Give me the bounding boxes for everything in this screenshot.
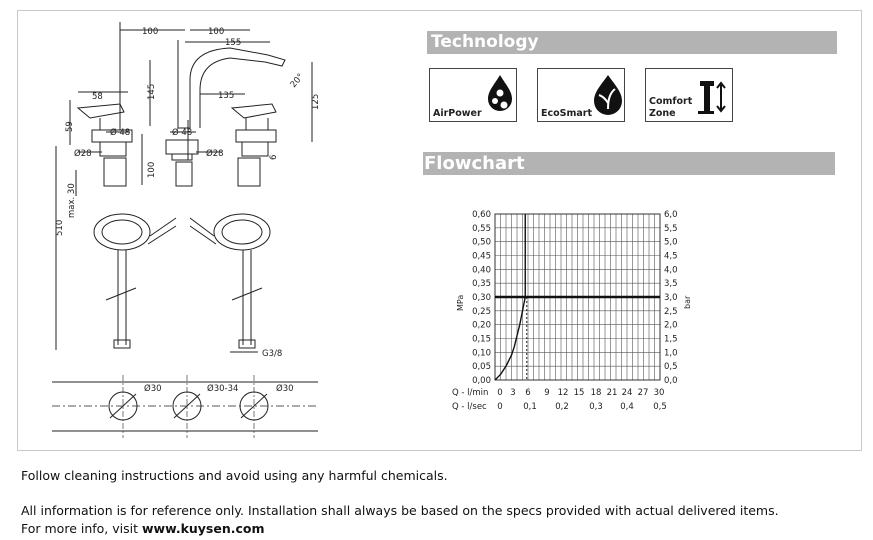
technology-heading: Technology — [427, 31, 837, 54]
x-tick-lmin: 6 — [525, 388, 530, 398]
dim-510: 510 — [55, 220, 65, 236]
x-tick-lsec: 0,4 — [620, 402, 634, 412]
dim-59: 59 — [65, 121, 75, 132]
dim-d30-34: Ø30-34 — [207, 383, 238, 394]
tech-tile-zone-label: Zone — [649, 108, 676, 119]
y-tick-bar: 4,5 — [664, 252, 678, 262]
x-tick-lmin: 15 — [574, 388, 585, 398]
dim-135: 135 — [218, 91, 234, 101]
x-tick-lmin: 9 — [544, 388, 549, 398]
air-drops-icon — [488, 75, 512, 111]
spec-sheet-frame — [17, 10, 862, 451]
dim-max-30: max. 30 — [67, 183, 77, 218]
y-tick-mpa: 0,10 — [472, 348, 491, 358]
y-tick-mpa: 0,35 — [472, 279, 491, 289]
tech-tile-comfortzone: Comfort Zone — [645, 68, 733, 122]
dim-d30-right: Ø30 — [276, 383, 294, 394]
y-tick-mpa: 0,05 — [472, 362, 491, 372]
x-tick-lmin: 21 — [607, 388, 618, 398]
dim-g3-8: G3/8 — [262, 349, 282, 359]
y-tick-bar: 3,0 — [664, 293, 678, 303]
dim-d48-left: Ø 48 — [110, 127, 130, 138]
dim-d28-right: Ø28 — [206, 148, 224, 159]
x-tick-lmin: 30 — [654, 388, 665, 398]
footer-disclaimer: All information is for reference only. I… — [21, 503, 779, 518]
y-tick-bar: 0,0 — [664, 376, 678, 386]
dim-145: 145 — [147, 84, 157, 100]
x-tick-lsec: 0,5 — [653, 402, 667, 412]
dim-20-deg: 20° — [289, 72, 306, 90]
tech-tile-airpower: AirPower — [429, 68, 517, 122]
dim-d48-right: Ø 48 — [172, 127, 192, 138]
faucet-height-icon — [698, 81, 726, 114]
y-tick-mpa: 0,60 — [472, 210, 491, 220]
y-tick-bar: 5,0 — [664, 238, 678, 248]
y-tick-mpa: 0,15 — [472, 335, 491, 345]
y-tick-mpa: 0,40 — [472, 265, 491, 275]
dim-100-right: 100 — [208, 27, 224, 37]
y-tick-mpa: 0,20 — [472, 321, 491, 331]
faucet-dimension-drawing: 100 100 155 58 145 135 125 20° 59 Ø 48 Ø… — [52, 22, 321, 438]
tech-tile-ecosmart: EcoSmart — [537, 68, 625, 122]
x-tick-lmin: 3 — [510, 388, 515, 398]
y-tick-bar: 2,0 — [664, 321, 678, 331]
y-axis-label-bar: bar — [683, 295, 692, 309]
dim-d30-left: Ø30 — [144, 383, 162, 394]
y-tick-mpa: 0,25 — [472, 307, 491, 317]
y-tick-mpa: 0,55 — [472, 224, 491, 234]
tech-tile-airpower-label: AirPower — [433, 108, 482, 119]
dim-100-vertical: 100 — [147, 162, 157, 178]
dim-100-left: 100 — [142, 27, 158, 37]
y-tick-bar: 0,5 — [664, 362, 678, 372]
leaf-drop-icon — [594, 75, 622, 115]
footer-website-link[interactable]: www.kuysen.com — [141, 521, 265, 536]
flowchart-heading: Flowchart — [423, 152, 835, 175]
x-axis-label-lmin: Q - l/min — [452, 388, 488, 398]
x-tick-lsec: 0,2 — [555, 402, 569, 412]
y-tick-bar: 5,5 — [664, 224, 678, 234]
y-tick-bar: 6,0 — [664, 210, 678, 220]
y-tick-bar: 1,0 — [664, 348, 678, 358]
y-tick-mpa: 0,00 — [472, 376, 491, 386]
x-tick-lmin: 0 — [497, 388, 502, 398]
y-tick-mpa: 0,50 — [472, 238, 491, 248]
x-tick-lsec: 0,3 — [589, 402, 603, 412]
dim-58: 58 — [92, 92, 103, 102]
y-tick-mpa: 0,45 — [472, 252, 491, 262]
dim-6: 6 — [269, 155, 279, 160]
x-tick-lmin: 18 — [591, 388, 602, 398]
y-tick-bar: 1,5 — [664, 335, 678, 345]
dim-155: 155 — [225, 38, 241, 48]
tech-tile-comfort-label: Comfort — [649, 96, 693, 107]
footer-more-info-prefix: For more info, visit — [21, 521, 142, 536]
x-tick-lsec: 0 — [497, 402, 502, 412]
y-tick-bar: 4,0 — [664, 265, 678, 275]
y-tick-bar: 3,5 — [664, 279, 678, 289]
footer-cleaning-note: Follow cleaning instructions and avoid u… — [21, 468, 448, 483]
x-tick-lmin: 24 — [622, 388, 633, 398]
y-tick-mpa: 0,30 — [472, 293, 491, 303]
x-tick-lsec: 0,1 — [523, 402, 537, 412]
tech-tile-ecosmart-label: EcoSmart — [541, 108, 593, 119]
flow-curve-0 — [494, 296, 526, 381]
y-axis-label-mpa: MPa — [456, 295, 465, 311]
x-tick-lmin: 27 — [638, 388, 649, 398]
footer-more-info: For more info, visit www.kuysen.com — [21, 521, 265, 536]
dim-125: 125 — [311, 94, 321, 110]
x-axis-label-lsec: Q - l/sec — [452, 402, 487, 412]
flow-rate-chart: 0,600,550,500,450,400,350,300,250,200,15… — [452, 210, 692, 412]
x-tick-lmin: 12 — [558, 388, 569, 398]
dim-d28-left: Ø28 — [74, 148, 92, 159]
y-tick-bar: 2,5 — [664, 307, 678, 317]
